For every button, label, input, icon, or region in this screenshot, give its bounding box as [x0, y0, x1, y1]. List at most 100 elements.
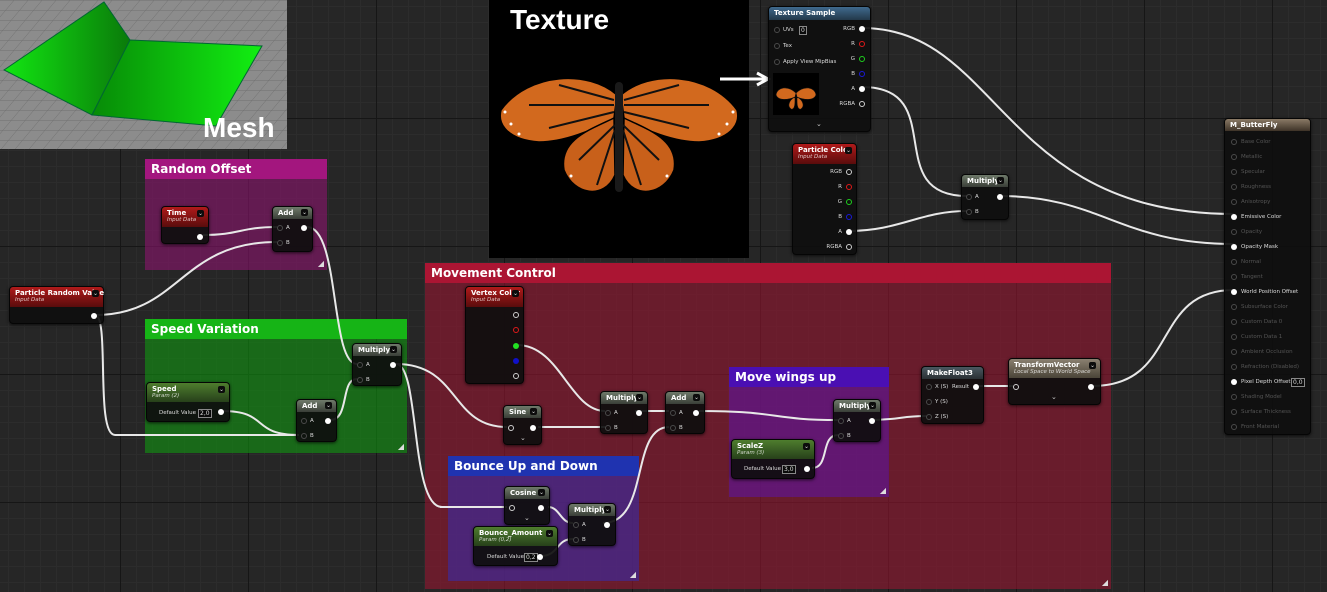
output-pin[interactable] [997, 194, 1003, 200]
resize-grip-icon[interactable]: ◢ [629, 570, 636, 579]
rgb-output-pin[interactable] [846, 169, 852, 175]
material-input-pin[interactable] [1231, 319, 1237, 325]
node-header[interactable]: Multiply [962, 175, 1008, 187]
resize-grip-icon[interactable]: ◢ [879, 486, 886, 495]
cosine-node[interactable]: Cosine ⌄ ⌄ [504, 486, 550, 525]
collapse-icon[interactable]: ⌄ [301, 209, 308, 216]
node-header[interactable]: MakeFloat3 [922, 367, 983, 379]
b-input-pin[interactable] [277, 240, 283, 246]
material-input-pin[interactable] [1231, 334, 1237, 340]
z-input-pin[interactable] [926, 414, 932, 420]
resize-grip-icon[interactable]: ◢ [1101, 578, 1108, 587]
collapse-icon[interactable]: ⌄ [197, 210, 204, 217]
collapse-icon[interactable]: ⌄ [218, 386, 225, 393]
multiply-node-mid[interactable]: Multiply ⌄ A B [600, 391, 648, 434]
output-pin[interactable] [636, 410, 642, 416]
node-header[interactable]: Multiply [353, 344, 401, 356]
material-input-pin[interactable] [1231, 409, 1237, 415]
output-pin[interactable] [301, 225, 307, 231]
b-output-pin[interactable] [859, 71, 865, 77]
chevron-down-icon[interactable]: ⌄ [524, 514, 530, 522]
r-output-pin[interactable] [859, 41, 865, 47]
output-pin[interactable] [604, 522, 610, 528]
chevron-down-icon[interactable]: ⌄ [1051, 393, 1057, 401]
a-input-pin[interactable] [670, 410, 676, 416]
uvs-input-pin[interactable] [774, 27, 780, 33]
rgb-output-pin[interactable] [513, 312, 519, 318]
rgba-output-pin[interactable] [846, 244, 852, 250]
output-pin[interactable] [325, 418, 331, 424]
material-input-pin[interactable] [1231, 364, 1237, 370]
g-output-pin[interactable] [859, 56, 865, 62]
input-pin[interactable] [509, 505, 515, 511]
add-node-offset[interactable]: Add ⌄ A B [272, 206, 313, 252]
r-output-pin[interactable] [513, 327, 519, 333]
collapse-icon[interactable]: ⌄ [538, 489, 545, 496]
node-header[interactable]: Multiply [834, 400, 880, 412]
sine-node[interactable]: Sine ⌄ ⌄ [503, 405, 542, 445]
input-pin[interactable] [508, 425, 514, 431]
material-input-pin[interactable] [1231, 184, 1237, 190]
chevron-down-icon[interactable]: ⌄ [520, 434, 526, 442]
a-output-pin[interactable] [846, 229, 852, 235]
a-input-pin[interactable] [573, 522, 579, 528]
collapse-icon[interactable]: ⌄ [997, 177, 1004, 184]
material-input-pin[interactable] [1231, 379, 1237, 385]
material-input-pin[interactable] [1231, 139, 1237, 145]
output-pin[interactable] [869, 418, 875, 424]
output-pin[interactable] [91, 313, 97, 319]
collapse-icon[interactable]: ⌄ [845, 147, 852, 154]
collapse-icon[interactable]: ⌄ [325, 402, 332, 409]
material-input-pin[interactable] [1231, 154, 1237, 160]
a-output-pin[interactable] [859, 86, 865, 92]
x-input-pin[interactable] [926, 384, 932, 390]
output-pin[interactable] [693, 410, 699, 416]
makefloat3-node[interactable]: MakeFloat3 X (S) Result Y (S) Z (S) [921, 366, 984, 424]
material-input-pin[interactable] [1231, 274, 1237, 280]
b-input-pin[interactable] [966, 209, 972, 215]
a-input-pin[interactable] [838, 418, 844, 424]
a-input-pin[interactable] [357, 362, 363, 368]
multiply-node-emissive[interactable]: Multiply ⌄ A B [961, 174, 1009, 220]
add-node-speed[interactable]: Add ⌄ A B [296, 399, 337, 442]
output-pin[interactable] [537, 554, 543, 560]
resize-grip-icon[interactable]: ◢ [397, 442, 404, 451]
multiply-node-speed[interactable]: Multiply ⌄ A B [352, 343, 402, 386]
result-output-pin[interactable] [973, 384, 979, 390]
material-input-pin[interactable] [1231, 259, 1237, 265]
collapse-icon[interactable]: ⌄ [92, 290, 99, 297]
output-pin[interactable] [197, 234, 203, 240]
collapse-icon[interactable]: ⌄ [512, 290, 519, 297]
collapse-icon[interactable]: ⌄ [546, 530, 553, 537]
input-pin[interactable] [1013, 384, 1019, 390]
collapse-icon[interactable]: ⌄ [390, 346, 397, 353]
mipbias-input-pin[interactable] [774, 59, 780, 65]
default-value-field[interactable]: 3,0 [782, 465, 796, 474]
material-input-pin[interactable] [1231, 229, 1237, 235]
comment-speed-variation[interactable]: Speed Variation ◢ [145, 319, 407, 453]
node-header[interactable]: M_ButterFly [1225, 119, 1310, 131]
y-input-pin[interactable] [926, 399, 932, 405]
b-input-pin[interactable] [573, 537, 579, 543]
material-input-pin[interactable] [1231, 394, 1237, 400]
multiply-node-bounce[interactable]: Multiply ⌄ A B [568, 503, 616, 546]
b-input-pin[interactable] [838, 433, 844, 439]
g-output-pin[interactable] [513, 343, 519, 349]
material-input-pin[interactable] [1231, 289, 1237, 295]
output-pin[interactable] [530, 425, 536, 431]
b-input-pin[interactable] [605, 425, 611, 431]
texture-sample-node[interactable]: Texture Sample UVs 0 Tex Apply View MipB… [768, 6, 871, 132]
